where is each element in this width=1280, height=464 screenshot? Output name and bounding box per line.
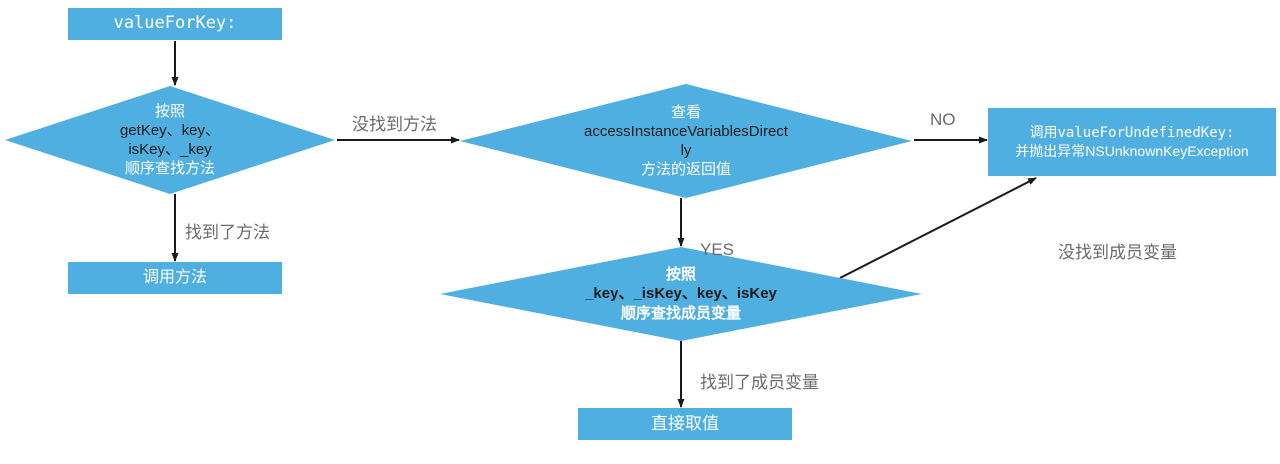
access-ivars-line-1: 查看 [670,103,701,121]
edge-label-no: NO [930,110,956,129]
edge-label-method-found: 找到了方法 [185,223,270,242]
edge-ivar-lookup-to-undefined-key [839,177,1037,279]
node-direct-value[interactable]: 直接取值 [578,408,792,440]
edge-label-yes: YES [700,240,735,259]
node-call-method[interactable]: 调用方法 [68,262,282,294]
method-lookup-line-4: 顺序查找方法 [124,160,215,178]
node-direct-value-label: 直接取值 [651,414,719,434]
undefined-key-line-1-method: valueForUndefinedKey: [1057,125,1235,141]
node-value-for-key-label: valueForKey: [113,13,237,34]
ivar-lookup-line-1: 按照 [665,266,696,284]
edge-label-method-not-found: 没找到方法 [352,115,437,134]
node-value-for-key[interactable]: valueForKey: [68,8,282,40]
node-instance-variable-lookup[interactable]: 按照 _key、_isKey、key、isKey 顺序查找成员变量 [440,247,922,341]
edge-label-ivar-found: 找到了成员变量 [700,373,819,392]
node-method-lookup-label: 按照 getKey、key、 isKey、_key 顺序查找方法 [5,102,335,179]
method-lookup-line-2: getKey、key、 [119,121,221,139]
method-lookup-line-1: 按照 [154,102,185,120]
node-method-lookup[interactable]: 按照 getKey、key、 isKey、_key 顺序查找方法 [5,86,335,194]
node-call-method-label: 调用方法 [142,269,207,286]
method-lookup-line-3: isKey、_key [128,141,212,158]
access-ivars-line-3: ly [680,142,692,159]
undefined-key-line-2: 并抛出异常NSUnknownKeyException [1015,142,1249,159]
ivar-lookup-line-3: 顺序查找成员变量 [620,304,741,322]
node-ivar-lookup-label: 按照 _key、_isKey、key、isKey 顺序查找成员变量 [440,265,922,323]
node-value-for-undefined-key[interactable]: 调用valueForUndefinedKey: 并抛出异常NSUnknownKe… [988,108,1276,176]
access-ivars-line-4: 方法的返回值 [640,161,731,179]
ivar-lookup-line-2: _key、_isKey、key、isKey [585,285,777,303]
access-ivars-line-2: accessInstanceVariablesDirect [584,122,788,140]
node-undefined-key-label: 调用valueForUndefinedKey: 并抛出异常NSUnknownKe… [1009,124,1254,160]
undefined-key-line-1-prefix: 调用 [1029,124,1058,140]
node-access-ivars-label: 查看 accessInstanceVariablesDirect ly 方法的返… [460,103,912,180]
node-access-instance-variables-directly[interactable]: 查看 accessInstanceVariablesDirect ly 方法的返… [460,84,912,198]
edge-label-ivar-not-found: 没找到成员变量 [1058,243,1177,262]
